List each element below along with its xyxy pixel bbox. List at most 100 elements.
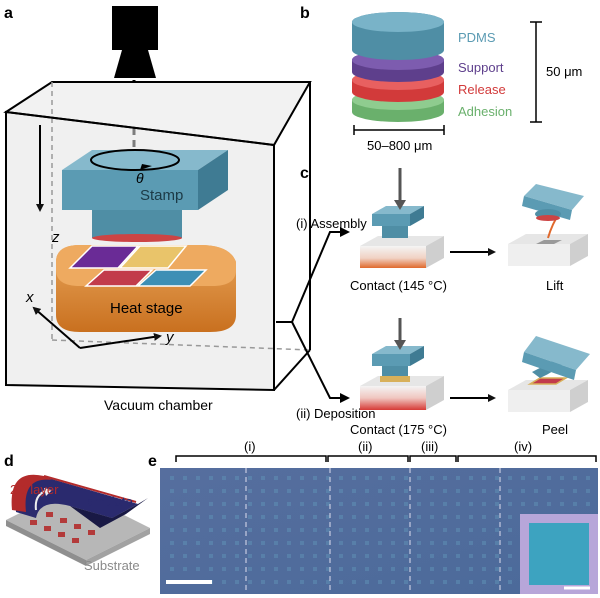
micrograph-dot [508, 528, 512, 532]
micrograph-dot [183, 541, 187, 545]
micrograph-dot [235, 528, 239, 532]
micrograph-dot [573, 502, 577, 506]
micrograph-dot [469, 502, 473, 506]
micrograph-dot [313, 502, 317, 506]
micrograph-dot [365, 580, 369, 584]
micrograph-dot [274, 528, 278, 532]
micrograph-dot [365, 528, 369, 532]
region-dividers [245, 468, 501, 594]
micrograph-dot [222, 528, 226, 532]
micrograph-dot [417, 476, 421, 480]
micrograph-dot [443, 528, 447, 532]
micrograph-dot [469, 528, 473, 532]
micrograph-dot [300, 541, 304, 545]
2d-layer-sheet [11, 474, 53, 512]
micrograph-dot [326, 567, 330, 571]
vacuum-chamber-label: Vacuum chamber [104, 397, 213, 413]
region-label-iii: (iii) [421, 439, 438, 454]
layer-label-release: Release [458, 82, 506, 97]
micrograph-dot [495, 476, 499, 480]
micrograph-dot [183, 515, 187, 519]
micrograph-dot [378, 502, 382, 506]
micrograph-dot [209, 554, 213, 558]
micrograph-dot [300, 502, 304, 506]
micrograph-dot [469, 567, 473, 571]
micrograph-dot [495, 502, 499, 506]
micrograph-dot [196, 476, 200, 480]
micrograph-dot [287, 515, 291, 519]
micrograph-dot [391, 489, 395, 493]
micrograph-dot [261, 554, 265, 558]
2d-layer-label: 2D layer [10, 482, 59, 497]
micrograph-dot [300, 528, 304, 532]
micrograph-dot [339, 476, 343, 480]
micrograph-dot [417, 541, 421, 545]
micrograph-dot [495, 567, 499, 571]
peel-label: Peel [542, 422, 568, 437]
micrograph-dot [586, 476, 590, 480]
micrograph-dot [547, 502, 551, 506]
micrograph-dot [391, 554, 395, 558]
micrograph-dot [482, 515, 486, 519]
micrograph-dot [443, 515, 447, 519]
micrograph-dot [274, 554, 278, 558]
micrograph-dot [170, 515, 174, 519]
micrograph-dot [417, 567, 421, 571]
micrograph-dot [313, 541, 317, 545]
micrograph-dot [300, 554, 304, 558]
micrograph-dot [261, 489, 265, 493]
micrograph-dot [417, 515, 421, 519]
micrograph-dot [326, 541, 330, 545]
micrograph-dot [469, 489, 473, 493]
micrograph-dot [209, 541, 213, 545]
micrograph-dot [326, 476, 330, 480]
micrograph-dot [430, 502, 434, 506]
micrograph-dot [378, 489, 382, 493]
micrograph-dot [261, 580, 265, 584]
micrograph-dot [586, 489, 590, 493]
micrograph-dot [248, 580, 252, 584]
thickness-scale: 50 μm [530, 21, 582, 123]
micrograph-dot [261, 541, 265, 545]
micrograph-dot [248, 515, 252, 519]
micrograph-dot [417, 489, 421, 493]
patterned-squares [30, 512, 95, 543]
deposition-label: (ii) Deposition [296, 406, 375, 421]
micrograph-dot [456, 489, 460, 493]
lift-diagram [508, 184, 588, 266]
micrograph-dot [521, 502, 525, 506]
micrograph-dot [248, 489, 252, 493]
region-brackets [175, 455, 597, 462]
micrograph-dot [248, 541, 252, 545]
panel-label-b: b [300, 5, 310, 22]
micrograph-dot [170, 476, 174, 480]
micrograph-dot [183, 502, 187, 506]
micrograph-dot [404, 567, 408, 571]
micrograph-dot [300, 567, 304, 571]
micrograph-dot [222, 502, 226, 506]
y-axis-label: y [165, 329, 175, 346]
micrograph-dot [313, 528, 317, 532]
micrograph-dot [547, 489, 551, 493]
micrograph-dot [404, 476, 408, 480]
micrograph-dot [456, 580, 460, 584]
stamp: Stamp [62, 150, 228, 242]
micrograph-dots [170, 476, 590, 584]
micrograph-dot [456, 567, 460, 571]
micrograph-dot [235, 554, 239, 558]
micrograph-dot [287, 541, 291, 545]
micrograph-dot [352, 476, 356, 480]
micrograph-dot [456, 515, 460, 519]
micrograph-dot [495, 489, 499, 493]
micrograph-dot [352, 489, 356, 493]
micrograph-dot [404, 502, 408, 506]
micrograph-dot [508, 515, 512, 519]
panel-b: b PDMS Support Release Adhesion 50 μm [300, 5, 582, 153]
micrograph-dot [508, 502, 512, 506]
micrograph-dot [521, 489, 525, 493]
width-label: 50–800 μm [367, 138, 432, 153]
micrograph-dot [261, 502, 265, 506]
micrograph-dot [300, 476, 304, 480]
micrograph-dot [339, 567, 343, 571]
micrograph-dot [235, 541, 239, 545]
